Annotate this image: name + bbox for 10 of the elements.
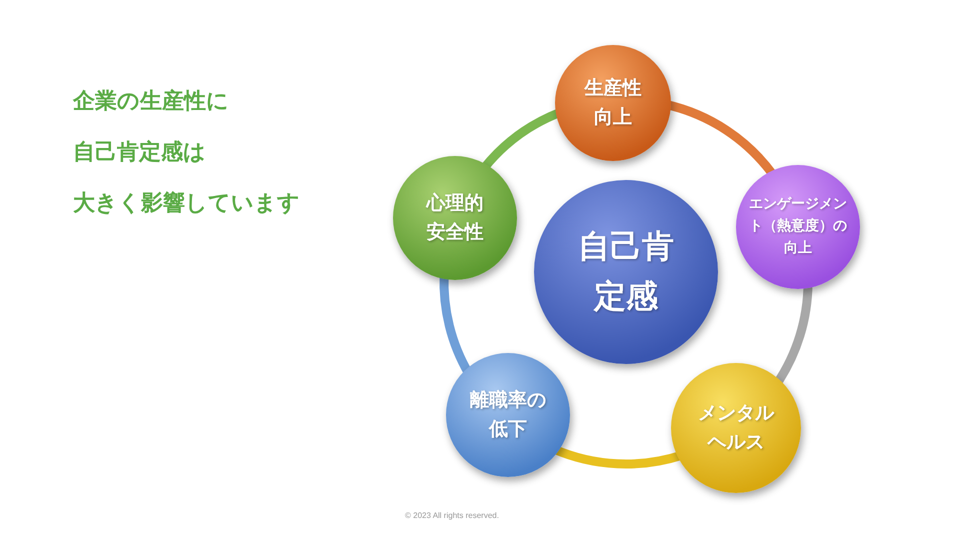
node-label: 心理的安全性 — [424, 190, 484, 245]
node-label: 自己肯定感 — [577, 226, 675, 317]
heading-line: 企業の生産性に — [73, 88, 229, 116]
node-label: エンゲージメント（熱意度）の向上 — [748, 195, 848, 258]
node-label: メンタルヘルス — [697, 400, 776, 455]
copyright-note: © 2023 All rights reserved. — [405, 511, 499, 520]
heading-line: 大きく影響しています — [73, 190, 300, 218]
node-label: 離職率の低下 — [469, 388, 547, 442]
heading-line: 自己肯定感は — [73, 138, 206, 167]
node-label: 生産性向上 — [583, 76, 642, 130]
